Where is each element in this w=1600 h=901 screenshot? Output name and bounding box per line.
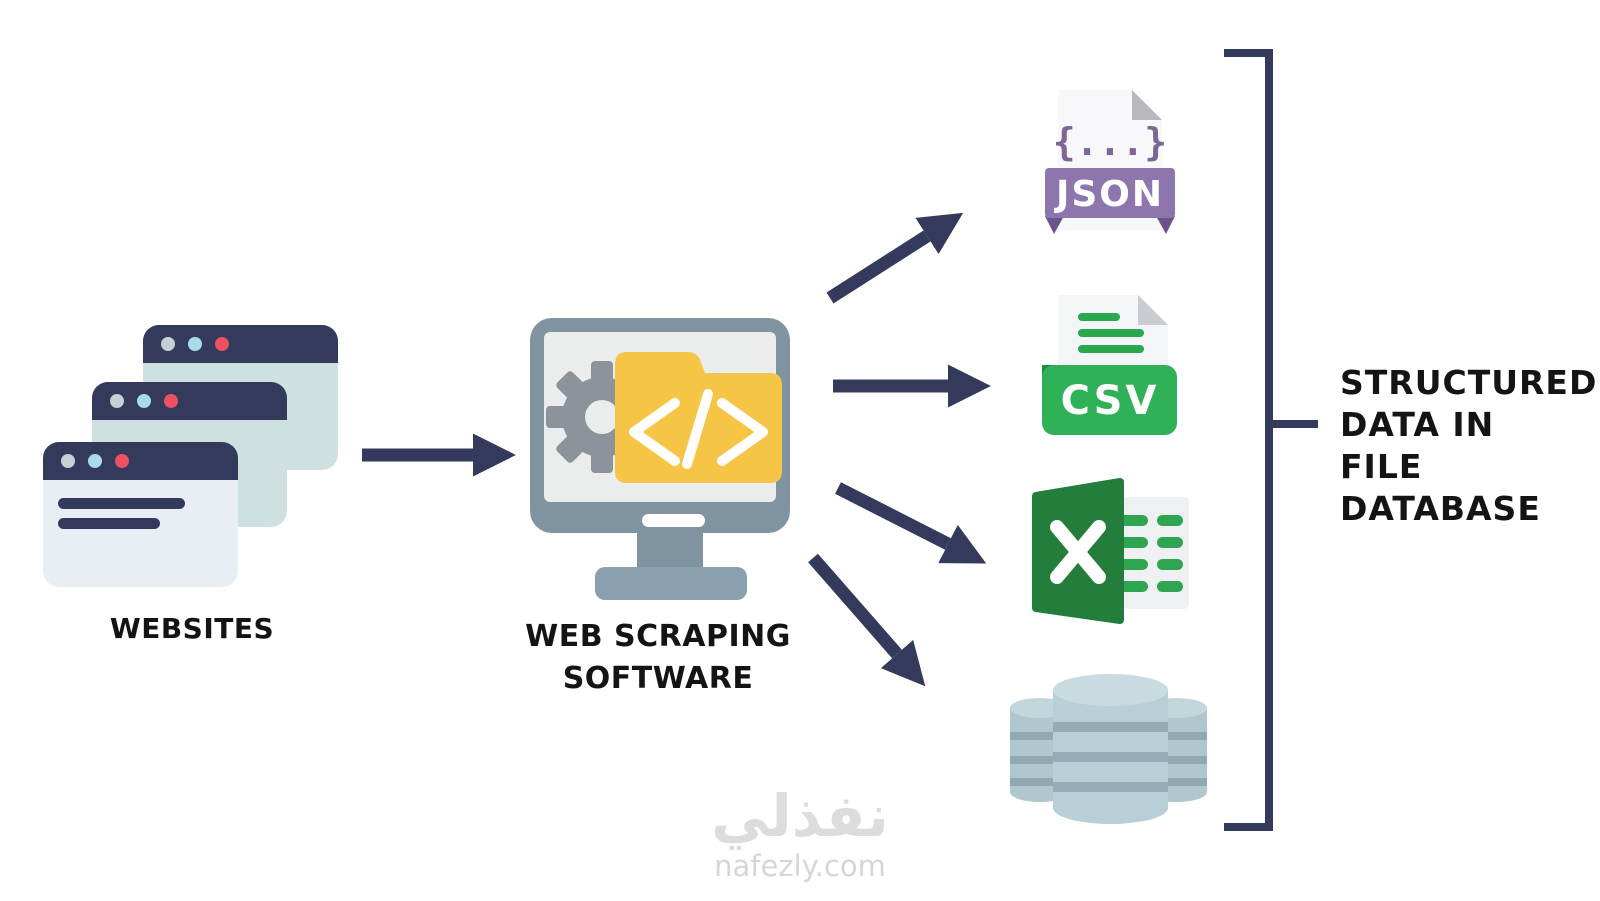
software-label-line1: WEB SCRAPING (525, 619, 791, 654)
database-icon (1010, 674, 1207, 824)
window-dot-gray-icon (161, 337, 175, 351)
excel-icon (1032, 478, 1189, 624)
json-glyph: {...} (1053, 120, 1167, 164)
monitor-base (595, 567, 747, 600)
csv-page-fold (1138, 295, 1168, 325)
browser-titlebar (43, 442, 238, 480)
excel-x-icon (1050, 520, 1106, 584)
window-dot-gray-icon (61, 454, 75, 468)
page-text-line (58, 498, 185, 509)
window-dot-gray-icon (110, 394, 124, 408)
result-label-line2: DATA IN FILE (1340, 405, 1495, 486)
json-ribbon-tail-left (1045, 216, 1064, 234)
csv-badge: CSV (1061, 378, 1160, 424)
websites-label: WEBSITES (109, 612, 275, 645)
software-label: WEB SCRAPING SOFTWARE (498, 616, 818, 700)
page-text-line (58, 518, 160, 529)
arrow-software-to-json-icon (826, 212, 964, 304)
window-dot-cyan-icon (88, 454, 102, 468)
monitor-neck (637, 533, 703, 569)
json-ribbon (1045, 168, 1175, 218)
db-cylinder-center (1053, 674, 1168, 824)
json-badge: JSON (1053, 174, 1164, 215)
code-icon (629, 389, 768, 469)
result-label: STRUCTURED DATA IN FILE DATABASE (1340, 362, 1598, 530)
arrow-software-to-excel-icon (835, 482, 987, 564)
browser-titlebar (143, 325, 338, 363)
result-label-line3: DATABASE (1340, 489, 1541, 528)
browser-titlebar (92, 382, 287, 420)
watermark-logo-text: نفذلي (711, 782, 889, 850)
web-scraping-software-icon (530, 318, 790, 600)
csv-label (1042, 365, 1177, 435)
window-dot-red-icon (215, 337, 229, 351)
code-folder-icon (615, 352, 782, 483)
csv-file-icon: CSV (1042, 295, 1177, 435)
json-page-fold (1132, 90, 1162, 120)
json-file-icon: {...} JSON (1045, 90, 1175, 234)
result-label-line1: STRUCTURED (1340, 363, 1598, 402)
grouping-bracket (1224, 49, 1318, 831)
monitor-button (642, 514, 705, 527)
csv-text-lines (1078, 313, 1144, 353)
watermark-site-text: nafezly.com (714, 848, 886, 883)
json-ribbon-tail-right (1156, 216, 1175, 234)
watermark: نفذلي nafezly.com (660, 786, 940, 883)
arrow-software-to-database-icon (808, 553, 926, 687)
window-dot-red-icon (115, 454, 129, 468)
software-label-line2: SOFTWARE (562, 661, 754, 696)
window-dot-cyan-icon (188, 337, 202, 351)
window-dot-cyan-icon (137, 394, 151, 408)
window-dot-red-icon (164, 394, 178, 408)
browser-window-front (43, 442, 238, 587)
